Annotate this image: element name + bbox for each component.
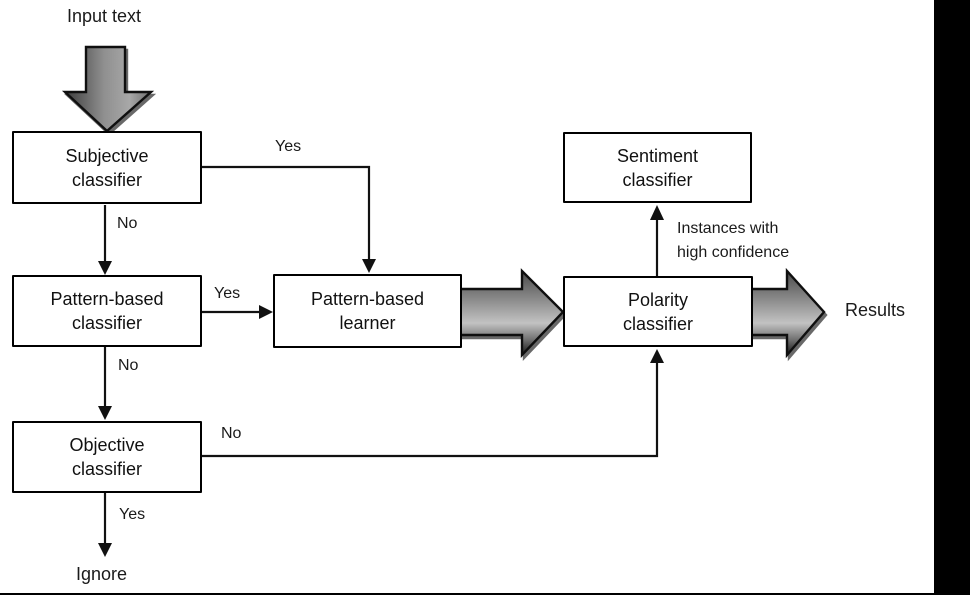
arrowhead-pattern-yes (259, 305, 273, 319)
connector-objective-no (202, 362, 659, 458)
edge-label-subjective-yes: Yes (275, 138, 302, 155)
node-pattern-based-learner: Pattern-based learner (273, 274, 462, 348)
arrowhead-pattern-no (98, 406, 112, 420)
arrowhead-objective-no (650, 349, 664, 363)
right-black-bar (934, 0, 970, 595)
learner-to-polarity-arrow (457, 268, 565, 358)
node-polarity-classifier: Polarity classifier (563, 276, 753, 347)
ignore-label: Ignore (76, 564, 128, 584)
node-subjective-classifier: Subjective classifier (12, 131, 202, 204)
results-label: Results (845, 300, 906, 320)
polarity-to-results-arrow (748, 267, 826, 359)
annotation-instances-high-confidence: Instances with high confidence (677, 220, 790, 261)
arrowhead-subjective-no (98, 261, 112, 275)
node-sentiment-classifier: Sentiment classifier (563, 132, 752, 203)
arrowhead-objective-yes (98, 543, 112, 557)
arrowhead-subjective-yes (362, 259, 376, 273)
arrowhead-polarity-to-sentiment (650, 205, 664, 220)
edge-label-pattern-no: No (118, 357, 139, 374)
input-text-label: Input text (67, 6, 142, 26)
node-objective-classifier: Objective classifier (12, 421, 202, 493)
edge-label-objective-no: No (221, 425, 242, 442)
bottom-black-line (0, 593, 970, 595)
connector-subjective-yes (202, 165, 371, 260)
edge-label-objective-yes: Yes (119, 506, 146, 523)
edge-label-subjective-no: No (117, 215, 138, 232)
edge-label-pattern-yes: Yes (214, 285, 241, 302)
input-flow-arrow (61, 45, 155, 133)
node-pattern-based-classifier: Pattern-based classifier (12, 275, 202, 347)
